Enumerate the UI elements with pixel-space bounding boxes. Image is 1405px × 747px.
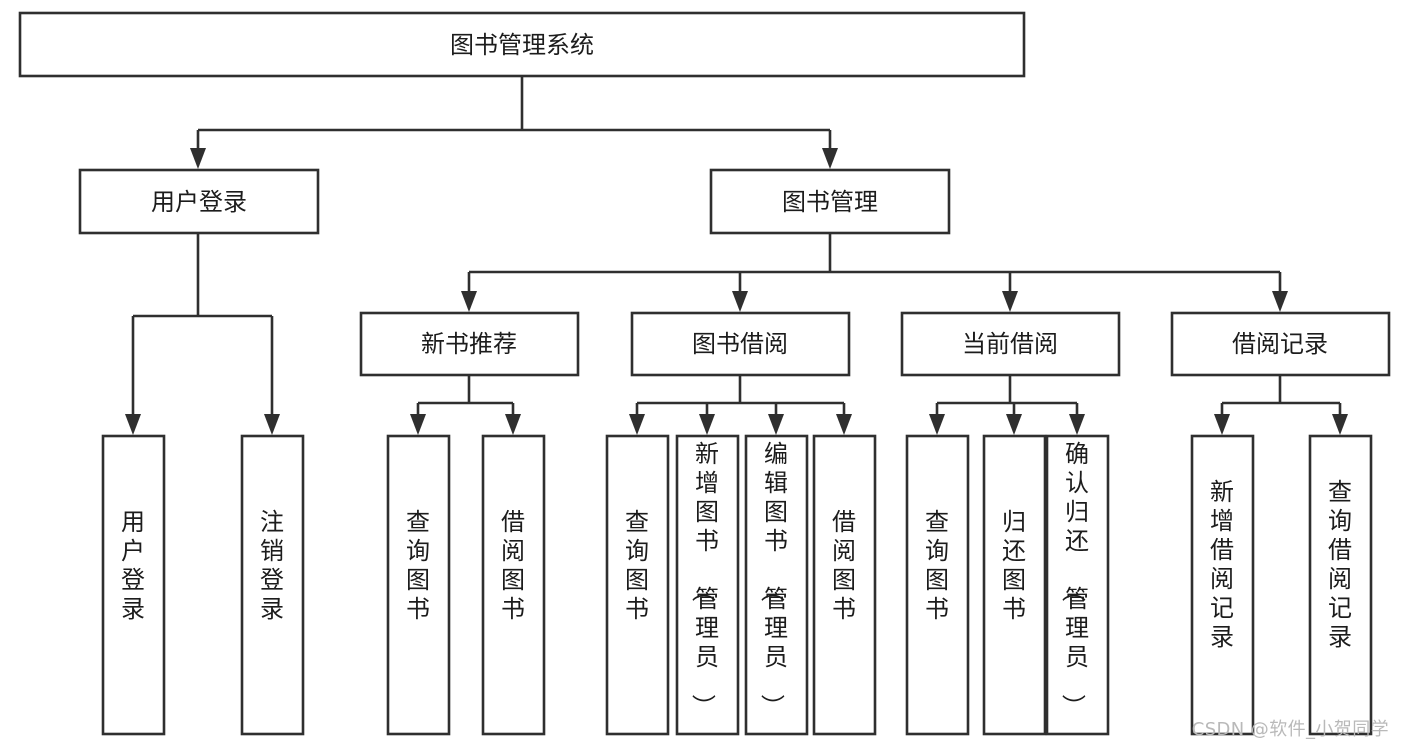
node-leaf-add-book-admin-label: 新增图书（管理员） [689,440,719,718]
arrow-head-current-borrow-leaf-3 [1069,414,1085,435]
node-leaf-borrow-book-rec[interactable]: 借阅图书 [481,434,546,736]
node-book-management-label: 图书管理 [782,188,878,216]
arrow-head-book-borrow-leaf-3 [768,414,784,435]
arrow-head-user-login-leaf-1 [125,414,141,435]
node-leaf-borrow-book-label: 借阅图书 [832,508,856,623]
node-leaf-add-book-admin[interactable]: 新增图书（管理员） [675,434,740,736]
node-leaf-edit-book-admin[interactable]: 编辑图书（管理员） [744,434,809,736]
arrow-head-borrow-record-leaf-2 [1332,414,1348,435]
node-leaf-logout-label: 注销登录 [260,508,284,623]
node-leaf-logout[interactable]: 注销登录 [240,434,305,736]
arrow-head-new-book-rec-leaf-1 [410,414,426,435]
node-leaf-edit-book-admin-label: 编辑图书（管理员） [758,440,788,718]
node-leaf-confirm-return-admin-label: 确认归还（管理员） [1059,440,1089,718]
arrow-head-book-borrow-leaf-4 [836,414,852,435]
arrow-head-book-borrow-leaf-1 [629,414,645,435]
node-leaf-query-book-borrow-label: 查询图书 [625,508,649,623]
node-current-borrow[interactable]: 当前借阅 [900,311,1121,377]
arrow-head-to-borrow-record [1272,291,1288,312]
arrow-head-book-borrow-leaf-2 [699,414,715,435]
arrow-head-to-book-borrow [732,291,748,312]
arrow-head-to-current-borrow [1002,291,1018,312]
node-leaf-query-book-current-label: 查询图书 [925,508,949,623]
node-leaf-query-book-rec-label: 查询图书 [406,508,430,623]
node-leaf-query-book-rec[interactable]: 查询图书 [386,434,451,736]
node-leaf-query-book-borrow[interactable]: 查询图书 [605,434,670,736]
arrow-head-to-new-book-rec [461,291,477,312]
node-borrow-record-label: 借阅记录 [1232,330,1328,358]
node-leaf-return-book[interactable]: 归还图书 [982,434,1047,736]
arrow-head-to-book-mgmt [822,148,838,169]
node-current-borrow-label: 当前借阅 [962,330,1058,358]
node-root-label: 图书管理系统 [450,31,594,59]
arrow-head-current-borrow-leaf-2 [1006,414,1022,435]
node-leaf-borrow-book[interactable]: 借阅图书 [812,434,877,736]
node-leaf-add-borrow-record[interactable]: 新增借阅记录 [1190,434,1255,736]
node-book-borrow[interactable]: 图书借阅 [630,311,851,377]
node-new-book-recommend[interactable]: 新书推荐 [359,311,580,377]
node-leaf-query-book-current[interactable]: 查询图书 [905,434,970,736]
node-new-book-recommend-label: 新书推荐 [421,330,517,358]
node-book-borrow-label: 图书借阅 [692,330,788,358]
node-user-login-label: 用户登录 [151,188,247,216]
arrow-head-borrow-record-leaf-1 [1214,414,1230,435]
arrow-head-current-borrow-leaf-1 [929,414,945,435]
node-leaf-query-borrow-record[interactable]: 查询借阅记录 [1308,434,1373,736]
edge-layer [125,76,1348,435]
node-root-system[interactable]: 图书管理系统 [18,11,1026,78]
node-leaf-user-login-label: 用户登录 [121,508,145,623]
node-leaf-borrow-book-rec-label: 借阅图书 [501,508,525,623]
node-leaf-return-book-label: 归还图书 [1002,508,1026,623]
node-leaf-add-borrow-record-label: 新增借阅记录 [1210,478,1234,651]
node-user-login[interactable]: 用户登录 [78,168,320,235]
arrow-head-user-login-leaf-2 [264,414,280,435]
arrow-head-to-user-login [190,148,206,169]
node-book-management[interactable]: 图书管理 [709,168,951,235]
node-leaf-query-borrow-record-label: 查询借阅记录 [1328,478,1352,651]
arrow-head-new-book-rec-leaf-2 [505,414,521,435]
node-leaf-user-login[interactable]: 用户登录 [101,434,166,736]
node-leaf-confirm-return-admin[interactable]: 确认归还（管理员） [1045,434,1110,736]
node-borrow-record[interactable]: 借阅记录 [1170,311,1391,377]
